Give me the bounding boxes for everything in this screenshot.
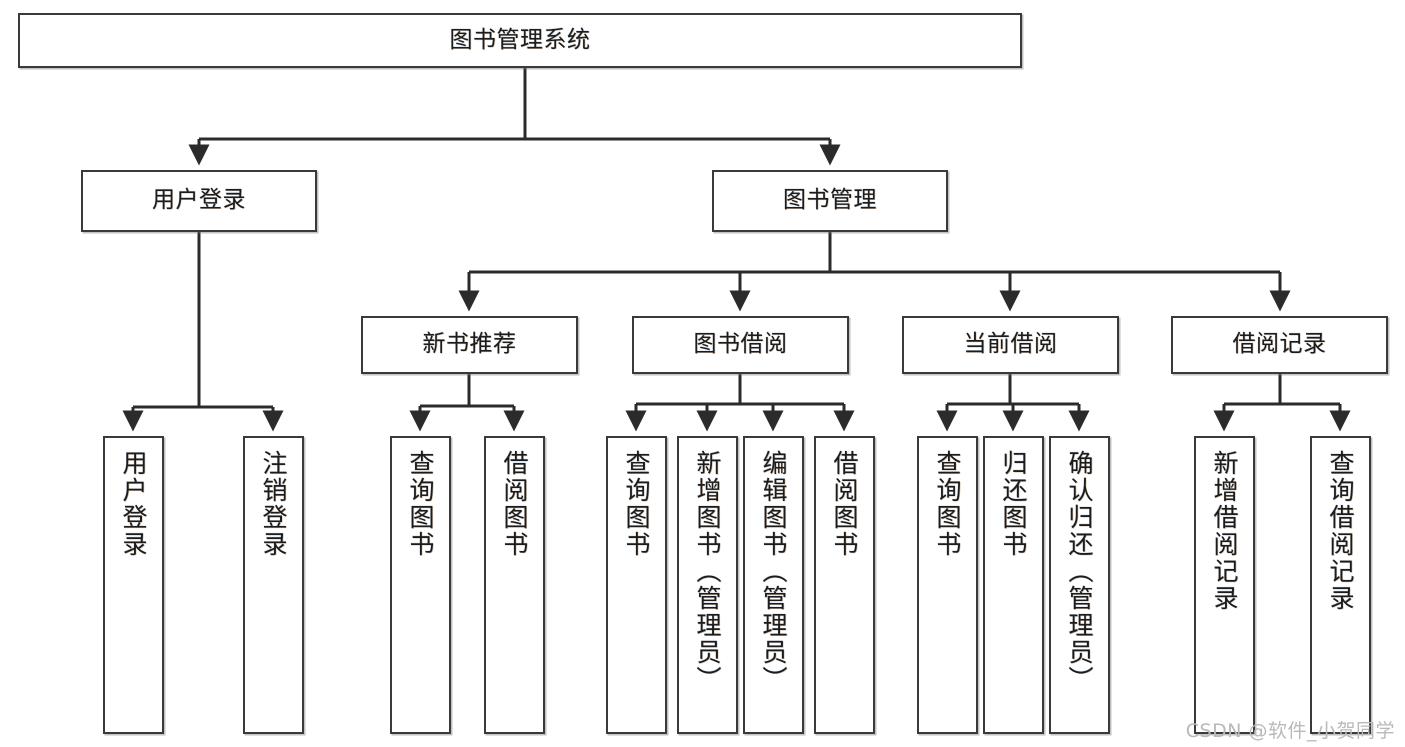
node-user-login[interactable]: 用户登录 xyxy=(81,170,317,232)
leaf-add-book-admin[interactable]: 新增图书（管理员） xyxy=(677,436,738,734)
node-new-book-recommend-label: 新书推荐 xyxy=(422,331,517,358)
leaf-edit-book-admin[interactable]: 编辑图书（管理员） xyxy=(743,436,804,734)
leaf-confirm-return-admin-label: 确认归还（管理员） xyxy=(1065,450,1094,693)
leaf-query-book-current-label: 查询图书 xyxy=(933,450,962,558)
leaf-user-login[interactable]: 用户登录 xyxy=(103,436,164,734)
leaf-query-book-recommend[interactable]: 查询图书 xyxy=(390,436,451,734)
node-book-management[interactable]: 图书管理 xyxy=(712,170,948,232)
leaf-edit-book-admin-label: 编辑图书（管理员） xyxy=(759,450,788,693)
node-user-login-label: 用户登录 xyxy=(152,187,246,214)
leaf-borrow-book[interactable]: 借阅图书 xyxy=(814,436,875,734)
leaf-borrow-book-recommend[interactable]: 借阅图书 xyxy=(484,436,545,734)
leaf-query-borrow-record-label: 查询借阅记录 xyxy=(1326,450,1355,612)
leaf-query-book-current[interactable]: 查询图书 xyxy=(917,436,978,734)
leaf-query-book-recommend-label: 查询图书 xyxy=(406,450,435,558)
leaf-user-login-label: 用户登录 xyxy=(119,450,148,558)
leaf-logout[interactable]: 注销登录 xyxy=(243,436,304,734)
leaf-query-book-borrow[interactable]: 查询图书 xyxy=(606,436,667,734)
node-borrow-record[interactable]: 借阅记录 xyxy=(1171,316,1388,374)
leaf-query-borrow-record[interactable]: 查询借阅记录 xyxy=(1310,436,1371,734)
node-book-management-label: 图书管理 xyxy=(783,187,877,214)
leaf-add-borrow-record-label: 新增借阅记录 xyxy=(1210,450,1239,612)
watermark: CSDN @软件_小贺同学 xyxy=(1185,720,1395,742)
node-root-label: 图书管理系统 xyxy=(449,26,591,53)
leaf-return-book-label: 归还图书 xyxy=(999,450,1028,558)
leaf-borrow-book-label: 借阅图书 xyxy=(830,450,859,558)
node-new-book-recommend[interactable]: 新书推荐 xyxy=(361,316,578,374)
leaf-add-book-admin-label: 新增图书（管理员） xyxy=(693,450,722,693)
leaf-logout-label: 注销登录 xyxy=(259,450,288,558)
node-borrow-record-label: 借阅记录 xyxy=(1232,331,1327,358)
leaf-borrow-book-recommend-label: 借阅图书 xyxy=(500,450,529,558)
node-root[interactable]: 图书管理系统 xyxy=(18,13,1022,68)
node-book-borrow[interactable]: 图书借阅 xyxy=(632,316,849,374)
node-book-borrow-label: 图书借阅 xyxy=(693,331,788,358)
leaf-confirm-return-admin[interactable]: 确认归还（管理员） xyxy=(1049,436,1110,734)
leaf-add-borrow-record[interactable]: 新增借阅记录 xyxy=(1194,436,1255,734)
node-current-borrow[interactable]: 当前借阅 xyxy=(902,316,1119,374)
leaf-query-book-borrow-label: 查询图书 xyxy=(622,450,651,558)
leaf-return-book[interactable]: 归还图书 xyxy=(983,436,1044,734)
node-current-borrow-label: 当前借阅 xyxy=(963,331,1058,358)
